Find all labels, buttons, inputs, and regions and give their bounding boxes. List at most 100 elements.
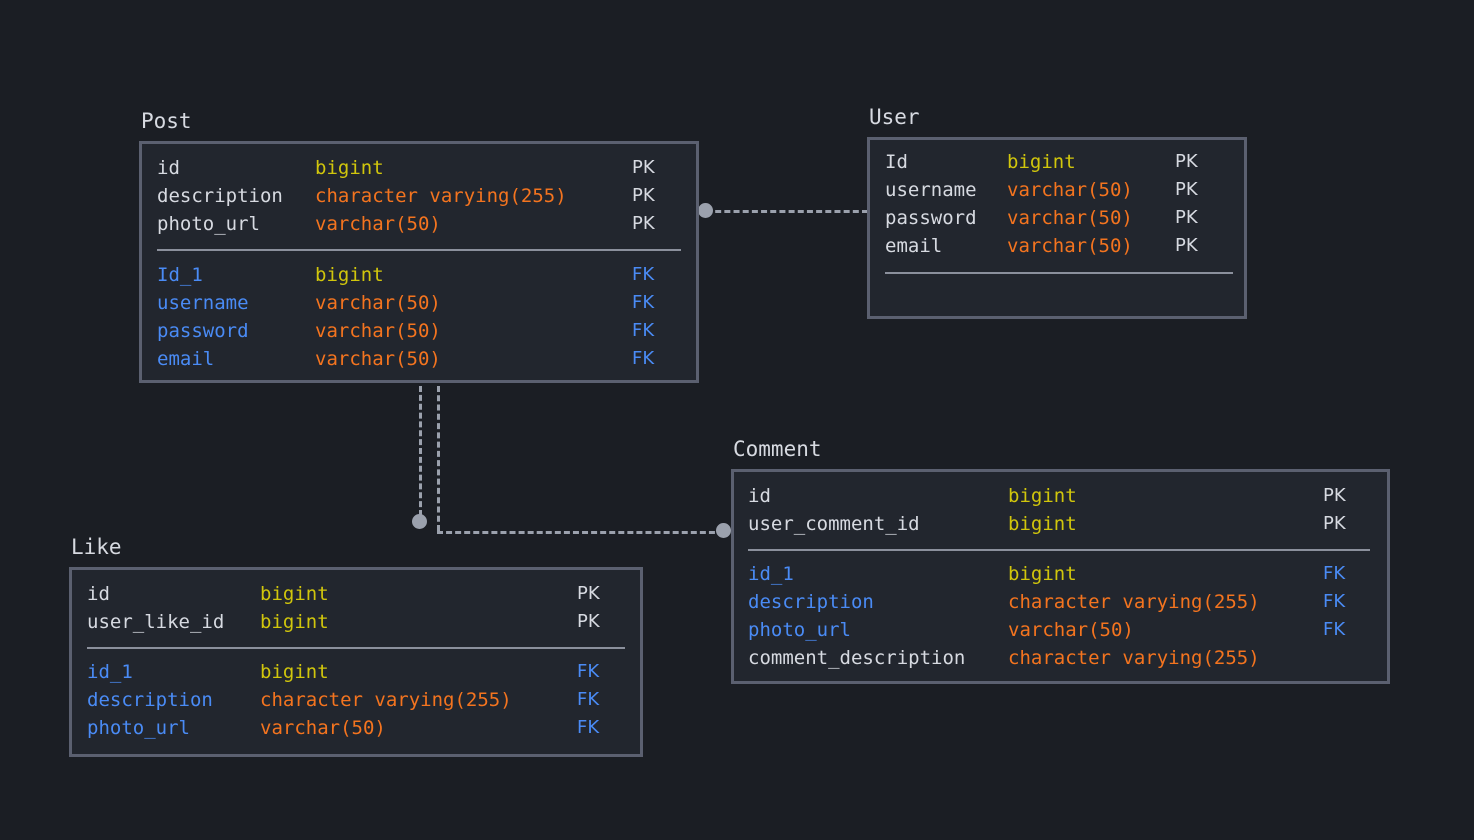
table-row[interactable]: user_comment_id bigint PK: [731, 510, 1390, 538]
field-name: password: [885, 207, 977, 229]
table-row[interactable]: photo_url varchar(50) PK: [139, 210, 699, 238]
table-row[interactable]: id_1 bigint FK: [731, 560, 1390, 588]
field-type: bigint: [1008, 513, 1077, 535]
field-key: PK: [632, 185, 655, 206]
field-type: bigint: [260, 583, 329, 605]
field-type: varchar(50): [315, 348, 441, 370]
entity-user-box: [867, 137, 1247, 319]
field-type: bigint: [315, 157, 384, 179]
field-key: FK: [577, 661, 600, 682]
connector-post-comment-endpoint-dot: [716, 523, 731, 538]
field-type: bigint: [315, 264, 384, 286]
table-row[interactable]: password varchar(50) PK: [867, 204, 1247, 232]
entity-post-box: [139, 141, 699, 383]
table-row[interactable]: id bigint PK: [139, 154, 699, 182]
field-name: comment_description: [748, 647, 966, 669]
field-name: username: [885, 179, 977, 201]
field-name: Id_1: [157, 264, 203, 286]
field-name: photo_url: [87, 717, 190, 739]
table-row[interactable]: user_like_id bigint PK: [69, 608, 643, 636]
entity-comment-box: [731, 469, 1390, 684]
field-type: varchar(50): [315, 213, 441, 235]
connector-post-user-endpoint-dot: [698, 203, 713, 218]
field-type: bigint: [260, 661, 329, 683]
entity-post-divider: [157, 249, 681, 251]
field-key: PK: [1175, 151, 1198, 172]
field-name: description: [87, 689, 213, 711]
entity-like-title: Like: [71, 535, 122, 559]
table-row[interactable]: id bigint PK: [731, 482, 1390, 510]
field-key: FK: [1323, 591, 1346, 612]
table-row[interactable]: id bigint PK: [69, 580, 643, 608]
table-row[interactable]: photo_url varchar(50) FK: [69, 714, 643, 742]
field-key: FK: [632, 348, 655, 369]
field-type: varchar(50): [315, 320, 441, 342]
table-row[interactable]: email varchar(50) PK: [867, 232, 1247, 260]
table-row[interactable]: id_1 bigint FK: [69, 658, 643, 686]
field-type: varchar(50): [315, 292, 441, 314]
field-key: PK: [577, 583, 600, 604]
field-name: user_like_id: [87, 611, 225, 633]
field-name: description: [748, 591, 874, 613]
field-name: user_comment_id: [748, 513, 920, 535]
table-row[interactable]: photo_url varchar(50) FK: [731, 616, 1390, 644]
field-name: id_1: [748, 563, 794, 585]
field-name: password: [157, 320, 249, 342]
field-key: PK: [1175, 207, 1198, 228]
field-type: character varying(255): [1008, 591, 1260, 613]
connector-post-like-line: [419, 386, 422, 516]
field-key: FK: [577, 689, 600, 710]
table-row[interactable]: Id_1 bigint FK: [139, 261, 699, 289]
entity-post[interactable]: Post id bigint PK description character …: [139, 109, 699, 383]
connector-post-like-endpoint-dot: [412, 514, 427, 529]
field-name: Id: [885, 151, 908, 173]
connector-post-comment-vertical-line: [437, 386, 440, 531]
connector-post-user-line: [706, 210, 868, 213]
field-name: id_1: [87, 661, 133, 683]
table-row[interactable]: email varchar(50) FK: [139, 345, 699, 373]
connector-post-comment-horizontal-line: [437, 531, 724, 534]
field-key: PK: [1323, 485, 1346, 506]
field-name: email: [157, 348, 215, 370]
field-key: FK: [632, 292, 655, 313]
entity-comment[interactable]: Comment id bigint PK user_comment_id big…: [731, 437, 1390, 684]
entity-user[interactable]: User Id bigint PK username varchar(50) P…: [867, 105, 1247, 319]
entity-like-divider: [87, 647, 625, 649]
field-name: photo_url: [157, 213, 260, 235]
field-name: id: [748, 485, 771, 507]
entity-comment-divider: [748, 549, 1370, 551]
field-type: character varying(255): [1008, 647, 1260, 669]
table-row[interactable]: comment_description character varying(25…: [731, 644, 1390, 672]
table-row[interactable]: Id bigint PK: [867, 148, 1247, 176]
field-name: username: [157, 292, 249, 314]
field-name: id: [157, 157, 180, 179]
field-key: FK: [577, 717, 600, 738]
field-name: photo_url: [748, 619, 851, 641]
field-type: varchar(50): [1007, 207, 1133, 229]
field-type: varchar(50): [1007, 179, 1133, 201]
table-row[interactable]: description character varying(255) PK: [139, 182, 699, 210]
field-key: FK: [632, 320, 655, 341]
entity-like-box: [69, 567, 643, 757]
field-type: bigint: [1008, 563, 1077, 585]
table-row[interactable]: username varchar(50) FK: [139, 289, 699, 317]
field-key: FK: [1323, 619, 1346, 640]
entity-post-title: Post: [141, 109, 192, 133]
entity-user-title: User: [869, 105, 920, 129]
table-row[interactable]: description character varying(255) FK: [69, 686, 643, 714]
table-row[interactable]: description character varying(255) FK: [731, 588, 1390, 616]
field-type: bigint: [260, 611, 329, 633]
field-name: id: [87, 583, 110, 605]
entity-comment-title: Comment: [733, 437, 822, 461]
entity-user-divider: [885, 272, 1233, 274]
field-key: PK: [1175, 235, 1198, 256]
field-key: PK: [1175, 179, 1198, 200]
table-row[interactable]: password varchar(50) FK: [139, 317, 699, 345]
field-type: bigint: [1007, 151, 1076, 173]
field-key: PK: [577, 611, 600, 632]
field-key: PK: [632, 213, 655, 234]
field-type: varchar(50): [1008, 619, 1134, 641]
table-row[interactable]: username varchar(50) PK: [867, 176, 1247, 204]
entity-like[interactable]: Like id bigint PK user_like_id bigint PK…: [69, 535, 643, 757]
